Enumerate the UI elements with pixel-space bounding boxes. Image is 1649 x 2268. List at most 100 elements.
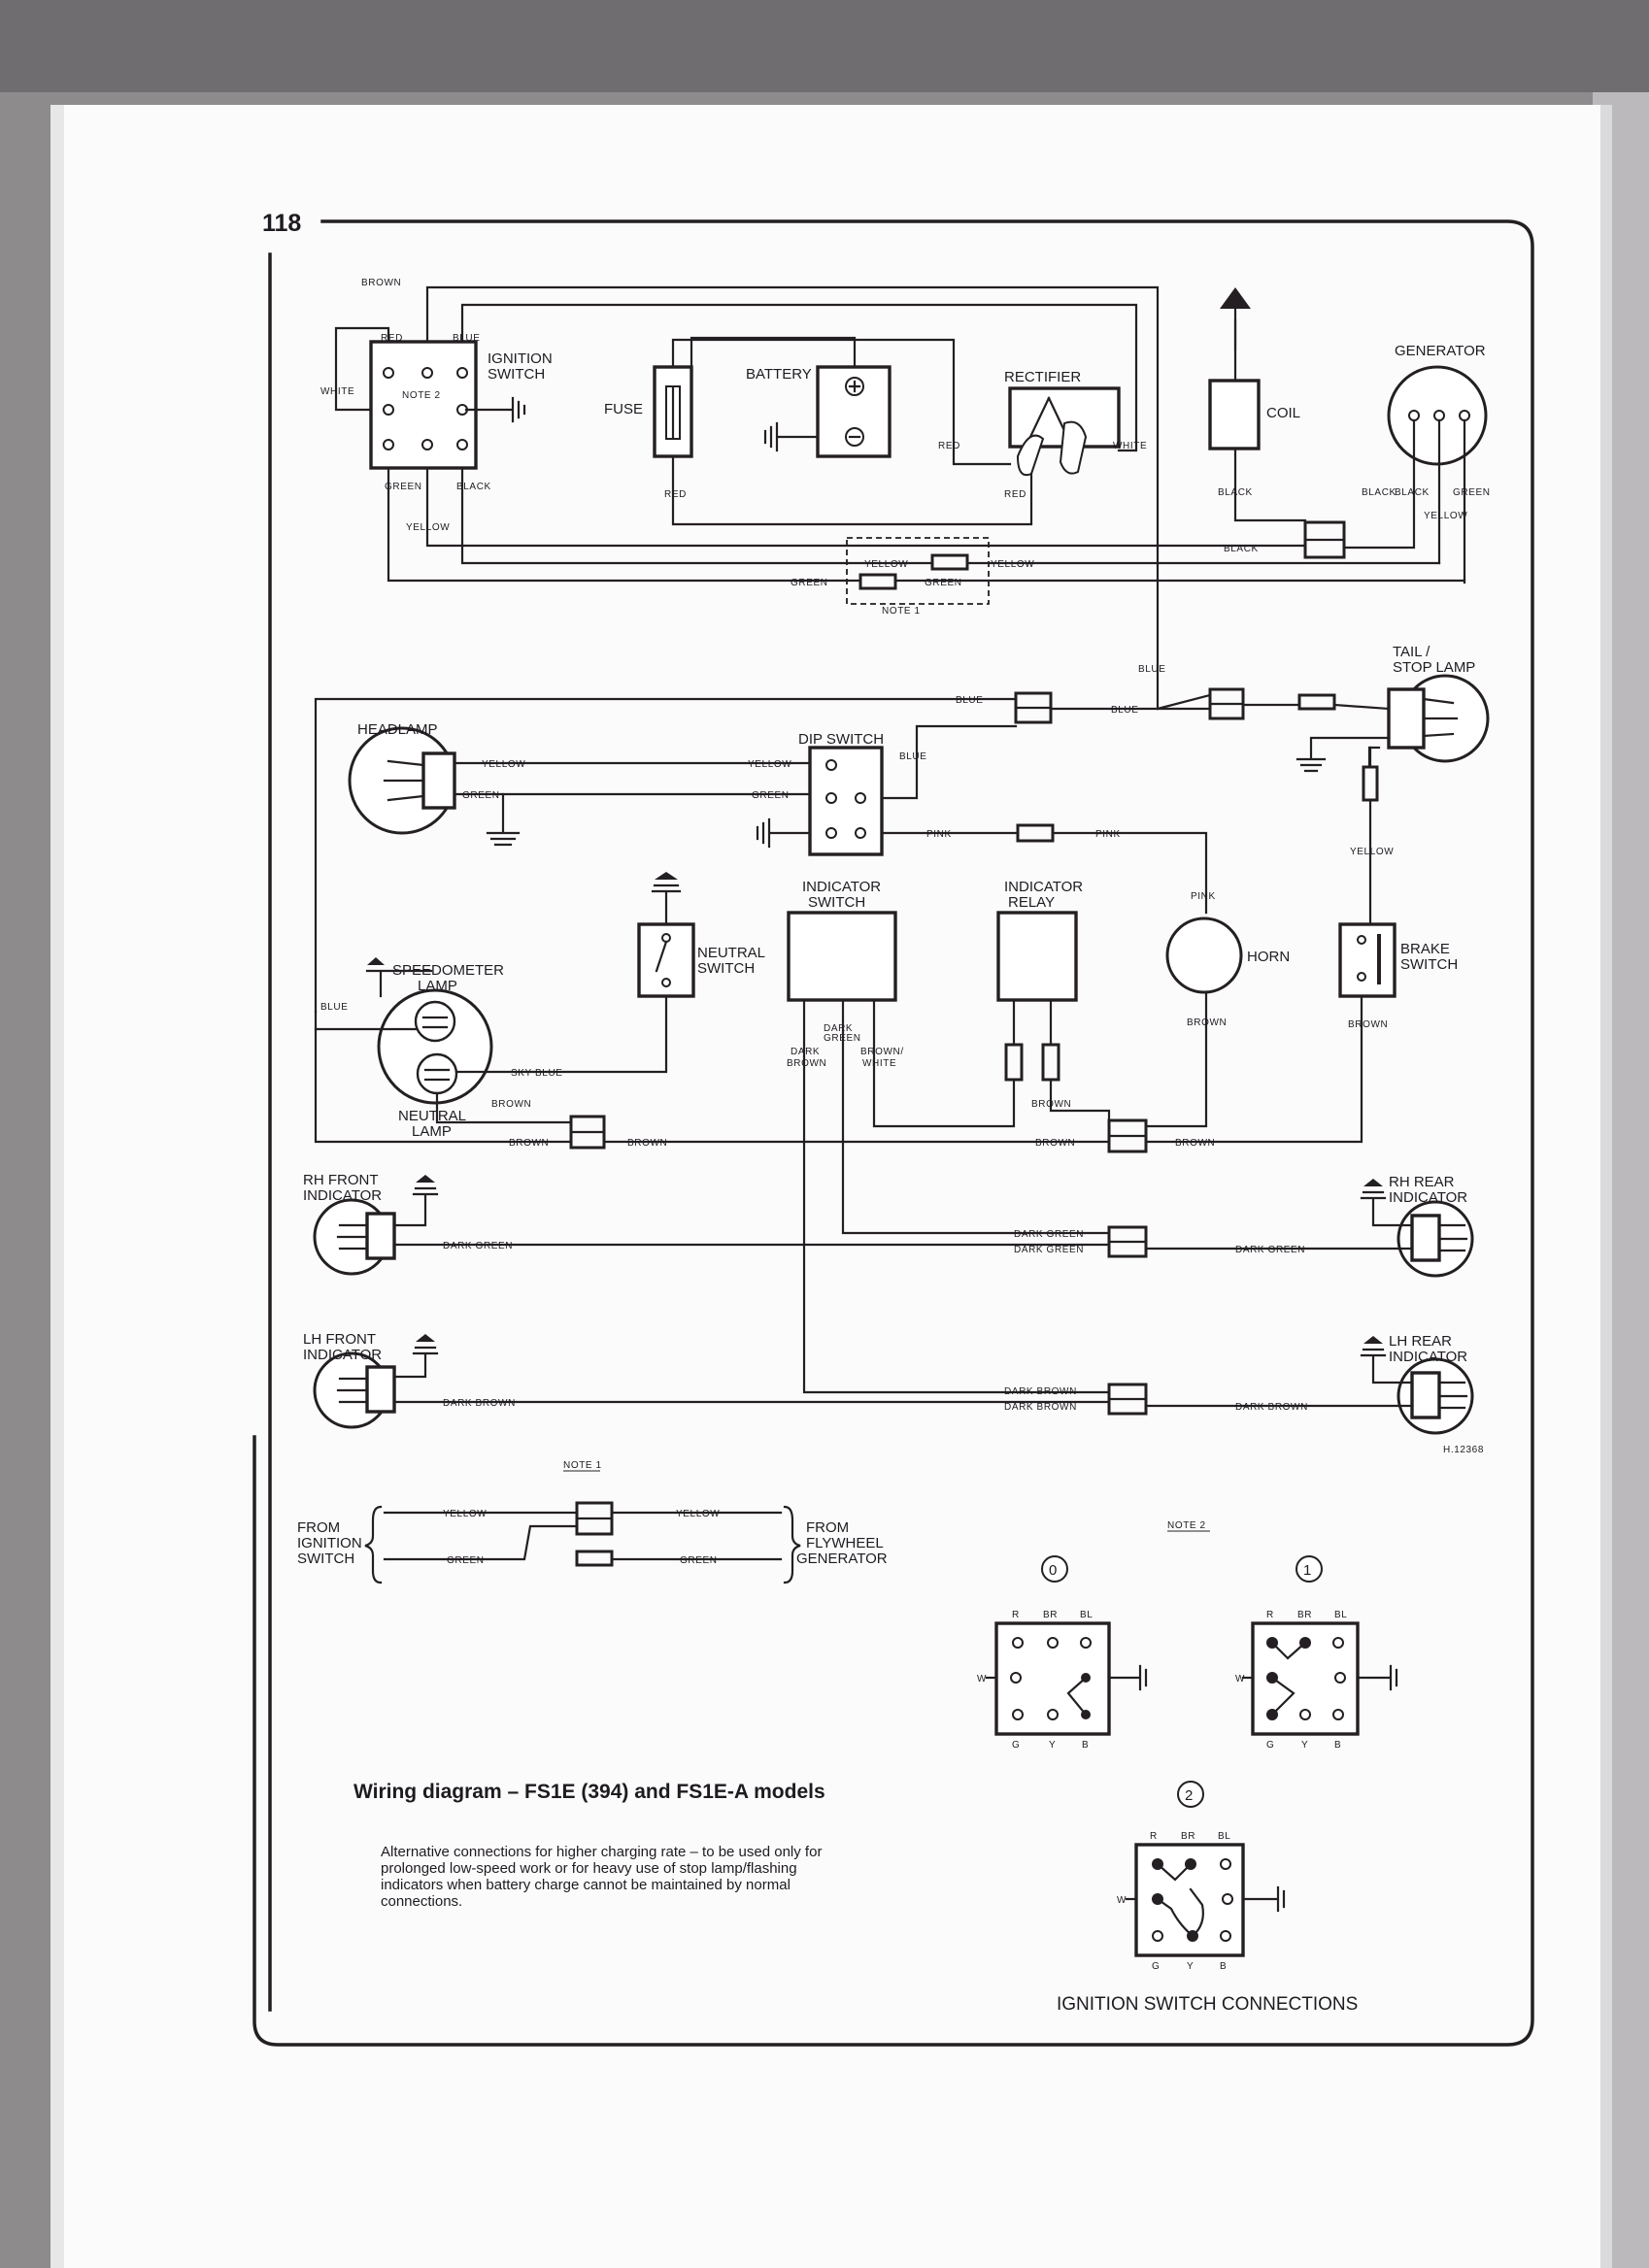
lh-rear-indicator: LH REAR INDICATOR DARK BROWN DARK BROWN … [1004, 1333, 1474, 1435]
svg-text:BROWN: BROWN [1035, 1138, 1075, 1149]
svg-text:BLACK: BLACK [1395, 487, 1430, 498]
svg-text:BROWN: BROWN [1187, 1017, 1227, 1028]
svg-text:WHITE: WHITE [1113, 441, 1147, 451]
svg-text:SWITCH: SWITCH [1400, 956, 1458, 973]
svg-text:SPEEDOMETER: SPEEDOMETER [392, 962, 504, 979]
drawing-reference: H.12368 [1443, 1445, 1484, 1455]
svg-text:INDICATOR: INDICATOR [802, 879, 881, 895]
svg-text:FROM: FROM [806, 1519, 849, 1536]
svg-text:YELLOW: YELLOW [864, 559, 908, 570]
dip-switch: DIP SWITCH BLUE PINK PINK PINK [756, 724, 1216, 915]
svg-text:YELLOW: YELLOW [991, 559, 1034, 570]
svg-text:YELLOW: YELLOW [443, 1509, 487, 1519]
svg-text:DARK GREEN: DARK GREEN [1014, 1229, 1084, 1240]
svg-text:BROWN: BROWN [509, 1138, 549, 1149]
svg-text:PINK: PINK [1095, 829, 1121, 840]
svg-text:BR: BR [1297, 1610, 1312, 1620]
svg-text:Y: Y [1187, 1961, 1194, 1972]
svg-text:INDICATOR: INDICATOR [1004, 879, 1083, 895]
svg-text:W: W [1117, 1895, 1127, 1906]
ignition-switch-connections-title: IGNITION SWITCH CONNECTIONS [1057, 1994, 1358, 2015]
svg-text:BATTERY: BATTERY [746, 366, 812, 383]
svg-text:RECTIFIER: RECTIFIER [1004, 369, 1081, 385]
svg-text:YELLOW: YELLOW [482, 759, 525, 770]
blue-harness: BLUE BLUE BLUE YELLOW [314, 664, 1394, 1014]
svg-text:SWITCH: SWITCH [697, 960, 755, 977]
tail-stop-lamp: TAIL / STOP LAMP [1296, 644, 1490, 773]
svg-text:YELLOW: YELLOW [676, 1509, 720, 1519]
speedometer-lamp: SPEEDOMETER LAMP NEUTRAL LAMP BLUE SKY B… [314, 957, 668, 1140]
svg-text:WHITE: WHITE [320, 386, 354, 397]
top-wiring: BROWN BLUE WHITE RED WHITE RED RED RED B… [320, 278, 1491, 711]
page-number: 118 [262, 210, 301, 237]
svg-text:SKY BLUE: SKY BLUE [511, 1068, 563, 1079]
svg-text:DARK GREEN: DARK GREEN [1014, 1245, 1084, 1255]
svg-text:RH REAR: RH REAR [1389, 1174, 1455, 1190]
svg-text:HEADLAMP: HEADLAMP [357, 721, 438, 738]
svg-text:PINK: PINK [1191, 891, 1216, 902]
svg-text:GENERATOR: GENERATOR [796, 1551, 888, 1567]
svg-text:LH REAR: LH REAR [1389, 1333, 1452, 1350]
ignition-position-2: 2 R BR BL W G Y B [1117, 1781, 1286, 1972]
svg-text:BROWN: BROWN [1348, 1019, 1388, 1030]
svg-text:BLUE: BLUE [320, 1002, 349, 1013]
svg-text:FLYWHEEL: FLYWHEEL [806, 1535, 884, 1551]
svg-text:GREEN: GREEN [680, 1555, 718, 1566]
svg-text:YELLOW: YELLOW [406, 522, 450, 533]
svg-text:RH FRONT: RH FRONT [303, 1172, 379, 1188]
indicator-relay: INDICATOR RELAY BROWN [802, 879, 1111, 1394]
svg-text:BROWN: BROWN [627, 1138, 667, 1149]
svg-text:G: G [1012, 1740, 1020, 1751]
svg-text:Y: Y [1049, 1740, 1056, 1751]
svg-text:BRAKE: BRAKE [1400, 941, 1450, 957]
svg-text:DARK BROWN: DARK BROWN [1004, 1386, 1077, 1397]
svg-text:B: B [1334, 1740, 1341, 1751]
rh-front-indicator: RH FRONT INDICATOR DARK GREEN [303, 1172, 1111, 1276]
lh-front-indicator: LH FRONT INDICATOR DARK BROWN [303, 1331, 1111, 1429]
ignition-switch: NOTE 2 IGNITION SWITCH [369, 340, 553, 470]
ignition-position-1: 1 R BR BL W G Y B [1235, 1555, 1398, 1751]
svg-text:DARK BROWN: DARK BROWN [1235, 1402, 1308, 1413]
svg-text:GREEN: GREEN [925, 578, 962, 588]
svg-text:connections.: connections. [381, 1893, 462, 1910]
svg-text:SWITCH: SWITCH [297, 1551, 354, 1567]
footnote: Alternative connections for higher charg… [381, 1844, 822, 1910]
battery: BATTERY [746, 365, 892, 458]
svg-text:FROM: FROM [297, 1519, 340, 1536]
headlamp: HEADLAMP YELLOW GREEN YELLOW GREEN [348, 721, 818, 847]
svg-text:BLUE: BLUE [899, 751, 927, 762]
svg-text:BROWN: BROWN [787, 1058, 826, 1069]
svg-text:RED: RED [1004, 489, 1026, 500]
svg-text:YELLOW: YELLOW [1424, 511, 1467, 521]
svg-text:DARK GREEN: DARK GREEN [1235, 1245, 1305, 1255]
svg-text:RED: RED [664, 489, 687, 500]
svg-text:DARK BROWN: DARK BROWN [443, 1398, 516, 1409]
svg-text:INDICATOR: INDICATOR [1389, 1349, 1467, 1365]
svg-text:BROWN: BROWN [1031, 1099, 1071, 1110]
svg-text:RED: RED [938, 441, 960, 451]
brown-bus: BROWN BROWN BROWN BROWN [314, 1010, 1215, 1153]
svg-text:R: R [1012, 1610, 1020, 1620]
svg-text:G: G [1152, 1961, 1160, 1972]
svg-text:GREEN: GREEN [462, 790, 500, 801]
rectifier: RECTIFIER [1004, 369, 1121, 477]
svg-text:DARK: DARK [824, 1023, 853, 1034]
svg-text:R: R [1266, 1610, 1274, 1620]
page-frame [252, 219, 1534, 2047]
svg-text:GREEN: GREEN [752, 790, 790, 801]
svg-text:DARK GREEN: DARK GREEN [443, 1241, 513, 1251]
svg-text:GREEN: GREEN [1453, 487, 1491, 498]
svg-text:IGNITION: IGNITION [488, 350, 553, 367]
rh-rear-indicator: RH REAR INDICATOR DARK GREEN DARK GREEN … [1014, 1174, 1474, 1278]
svg-text:indicators when battery charge: indicators when battery charge cannot be… [381, 1877, 791, 1893]
svg-text:BLUE: BLUE [956, 695, 984, 706]
svg-text:BLACK: BLACK [1362, 487, 1397, 498]
svg-text:TAIL /: TAIL / [1393, 644, 1430, 660]
svg-text:GREEN: GREEN [447, 1555, 485, 1566]
svg-text:RED: RED [381, 333, 403, 344]
svg-text:BLACK: BLACK [1224, 544, 1259, 554]
svg-text:COIL: COIL [1266, 405, 1300, 421]
svg-text:W: W [977, 1674, 987, 1684]
svg-text:BROWN/: BROWN/ [860, 1047, 904, 1057]
svg-text:BLACK: BLACK [1218, 487, 1253, 498]
